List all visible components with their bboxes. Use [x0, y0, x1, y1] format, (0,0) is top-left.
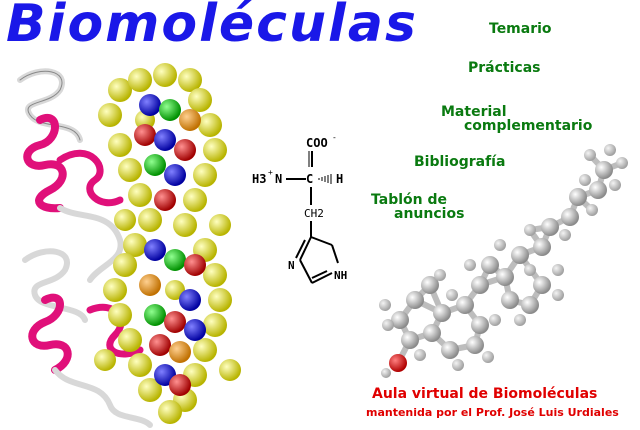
nav-link-tablon-line2: anuncios — [394, 206, 465, 222]
svg-text:C: C — [306, 172, 313, 186]
dna-protein-image — [17, 63, 241, 428]
nav-link-material-line2: complementario — [464, 118, 593, 134]
nav-link-material-line1: Material — [441, 104, 507, 120]
nav-link-tablon-line1: Tablón de — [371, 192, 447, 208]
svg-text:+: + — [268, 168, 273, 177]
nav-link-tablon-de-anuncios[interactable]: Tablón de anuncios — [371, 193, 464, 221]
svg-text:N: N — [275, 172, 282, 186]
footer-author: mantenida por el Prof. José Luis Urdiale… — [366, 406, 619, 419]
svg-text:COO: COO — [306, 136, 328, 150]
page-title: Biomoléculas — [6, 0, 418, 54]
svg-text:H: H — [336, 172, 343, 186]
steroid-molecule-image — [379, 144, 628, 378]
nav-link-temario[interactable]: Temario — [489, 21, 552, 37]
svg-text:-: - — [332, 133, 337, 142]
svg-text:N: N — [288, 259, 295, 272]
svg-text:CH2: CH2 — [304, 207, 324, 220]
nav-link-practicas[interactable]: Prácticas — [468, 60, 541, 76]
nav-link-material-complementario[interactable]: Material complementario — [441, 105, 592, 133]
svg-text:H3: H3 — [252, 172, 266, 186]
histidine-formula: COO - H3 + N C H CH2 NH N — [252, 133, 347, 284]
protein-ribbon — [17, 68, 153, 428]
footer-title: Aula virtual de Biomoléculas — [372, 386, 598, 402]
svg-text:NH: NH — [334, 269, 347, 282]
dna-spheres — [94, 63, 241, 424]
nav-link-bibliografia[interactable]: Bibliografía — [414, 154, 506, 170]
